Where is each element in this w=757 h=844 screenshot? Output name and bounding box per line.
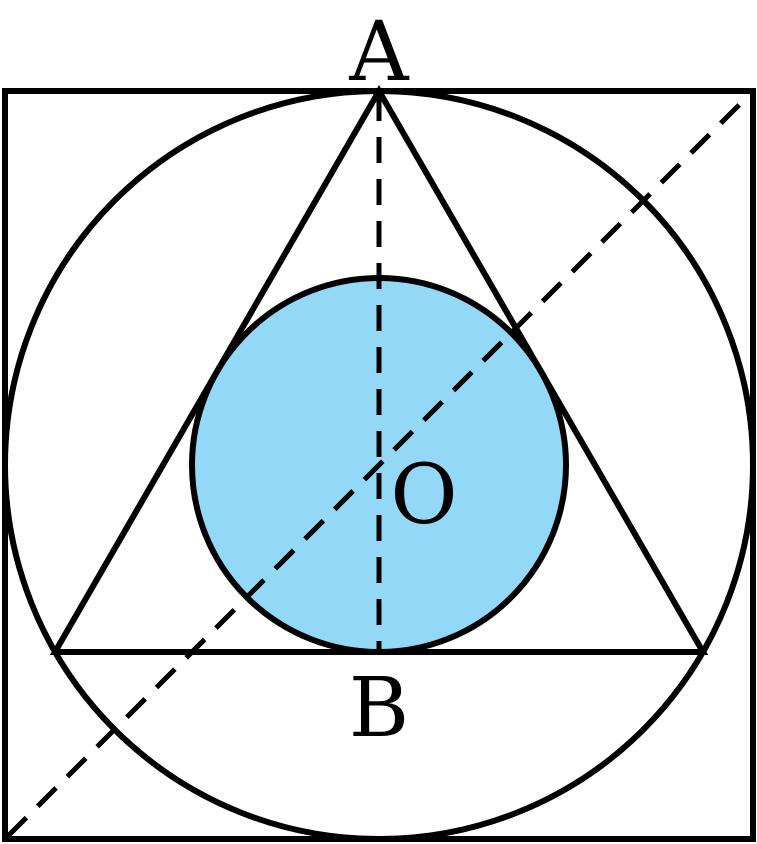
square-diagonal	[6, 92, 752, 838]
label-b: B	[349, 661, 409, 756]
label-o: O	[390, 448, 457, 543]
label-a: A	[348, 5, 410, 100]
